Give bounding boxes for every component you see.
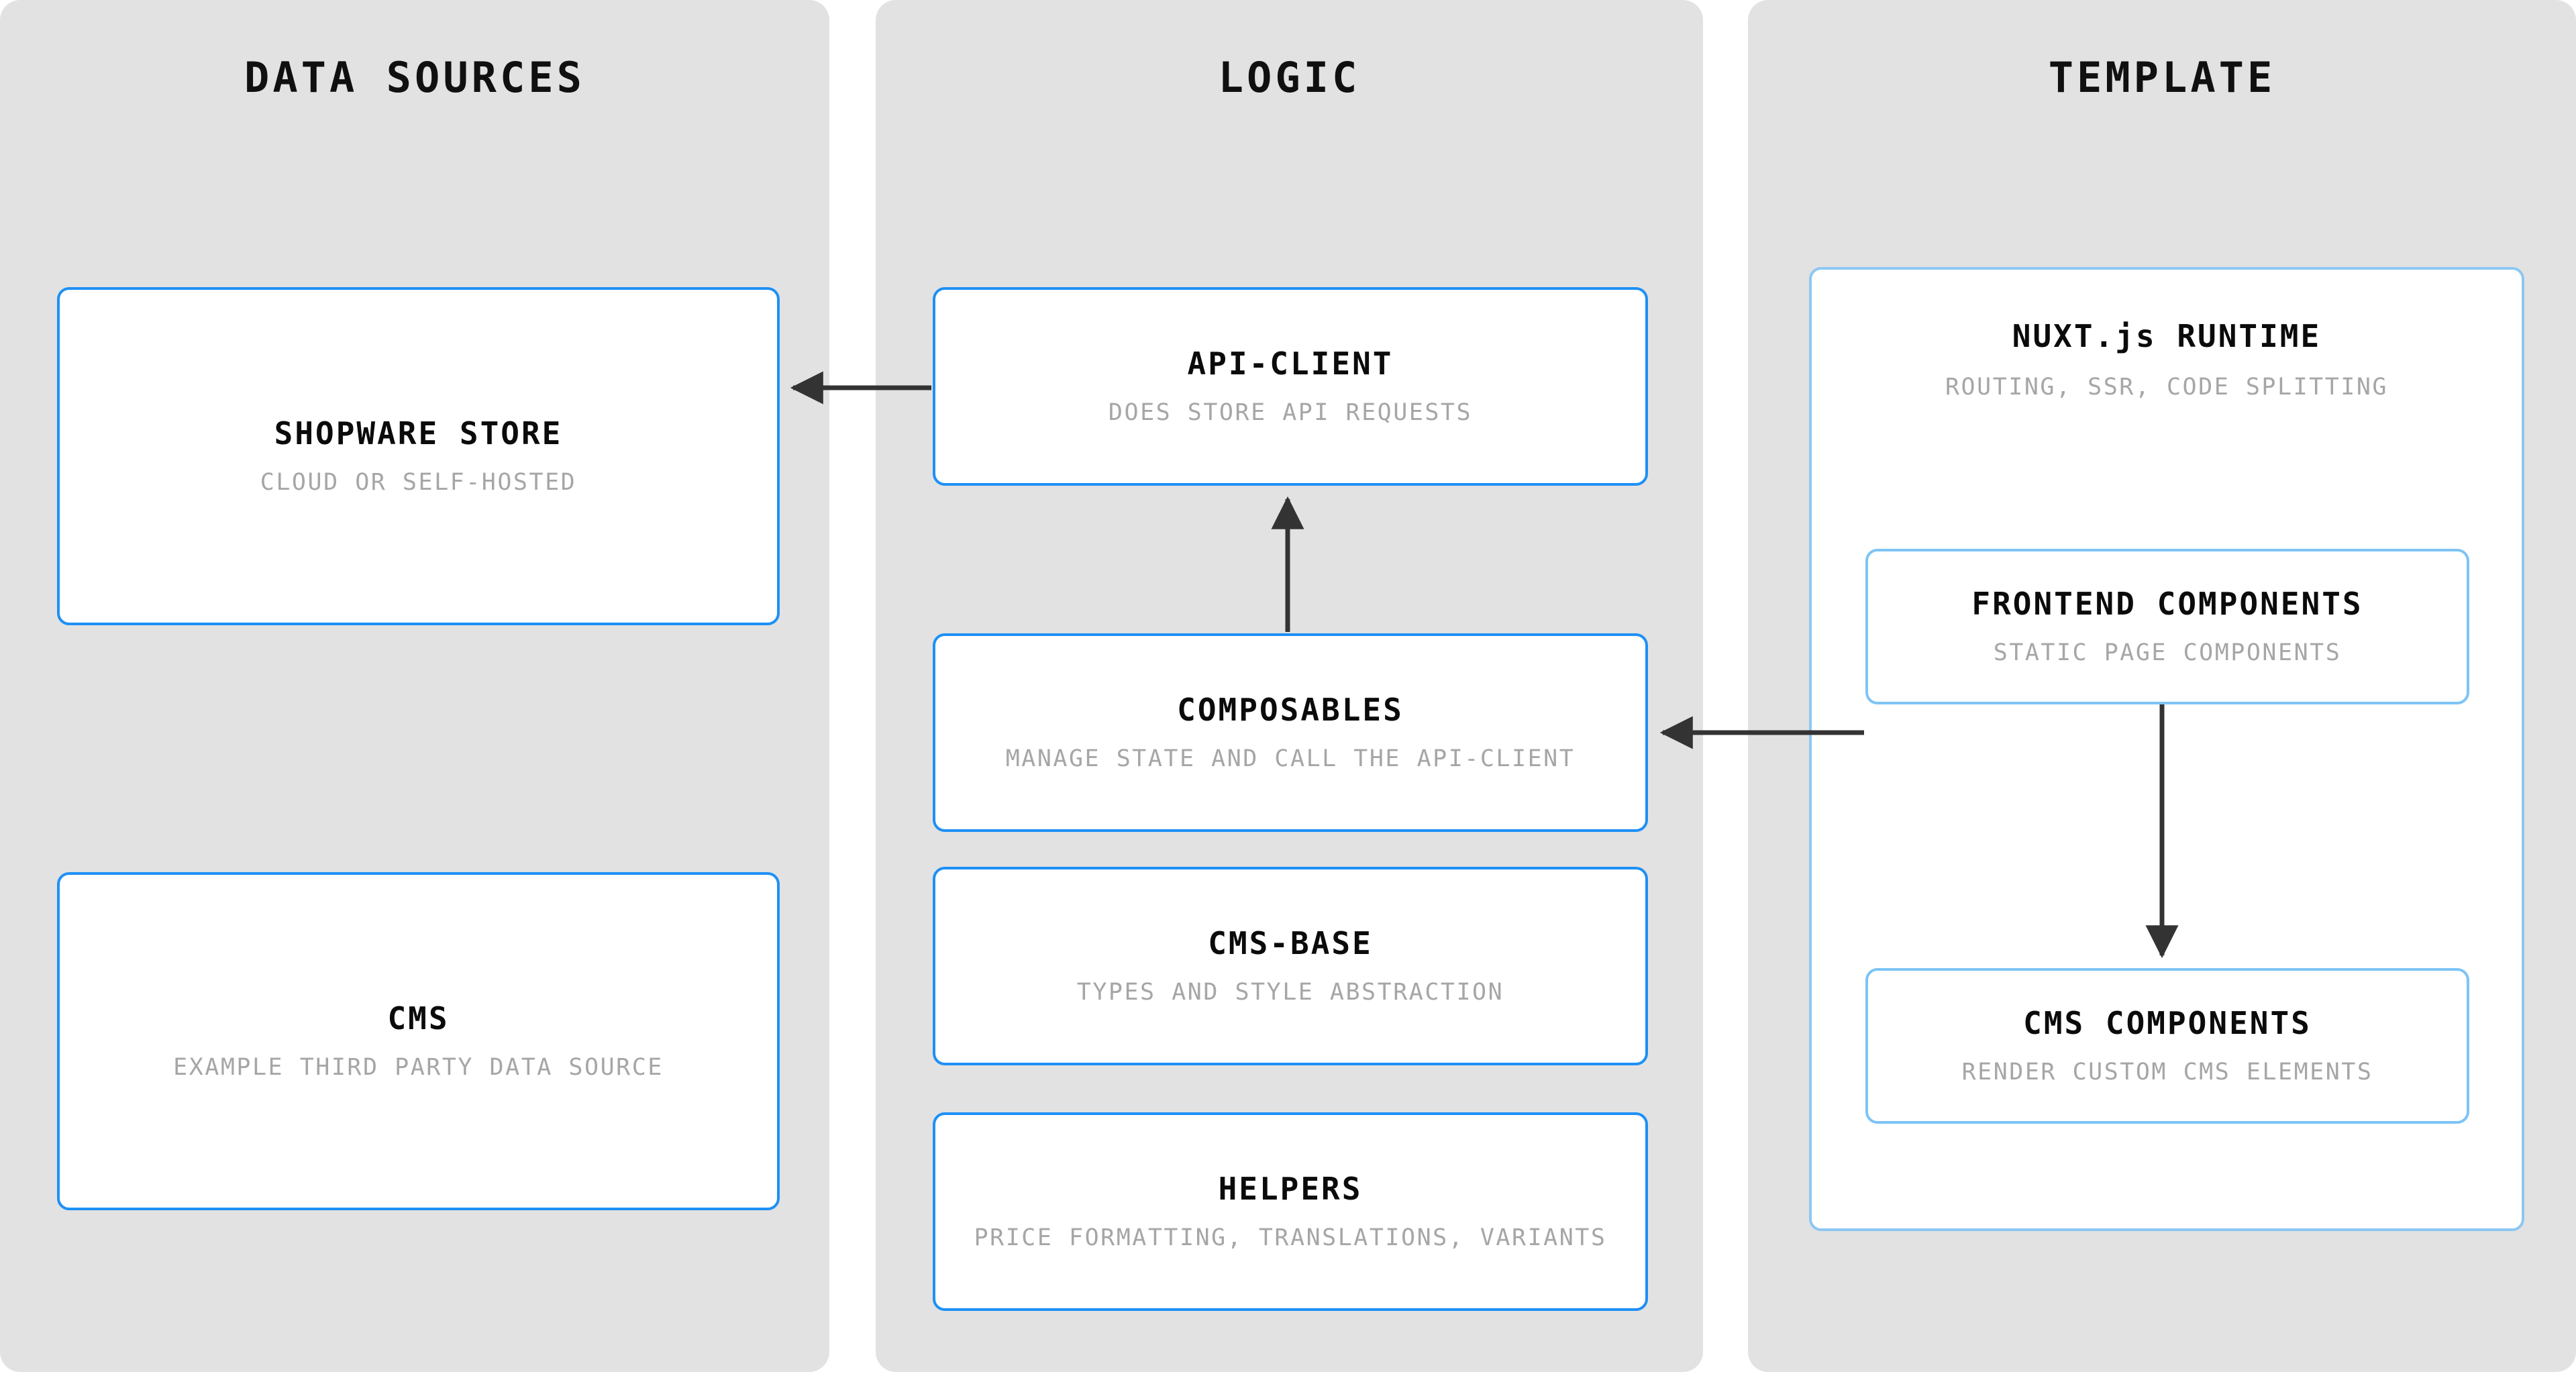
node-cms-base[interactable]: CMS-BASE TYPES AND STYLE ABSTRACTION [933,867,1648,1065]
column-title-logic: LOGIC [1218,53,1361,102]
node-title-cms-base: CMS-BASE [1208,925,1373,962]
node-subtitle-nuxt-runtime: ROUTING, SSR, CODE SPLITTING [1945,374,2388,401]
node-subtitle-cms: EXAMPLE THIRD PARTY DATA SOURCE [173,1053,664,1081]
node-title-frontend-components: FRONTEND COMPONENTS [1971,586,2363,623]
node-subtitle-helpers: PRICE FORMATTING, TRANSLATIONS, VARIANTS [974,1224,1607,1251]
node-title-helpers: HELPERS [1218,1171,1363,1208]
node-title-nuxt-runtime: NUXT.js RUNTIME [2012,318,2322,354]
node-frontend-components[interactable]: FRONTEND COMPONENTS STATIC PAGE COMPONEN… [1865,549,2469,704]
node-header-nuxt-runtime: NUXT.js RUNTIME ROUTING, SSR, CODE SPLIT… [1812,320,2522,400]
node-title-composables: COMPOSABLES [1177,692,1404,729]
node-title-shopware-store: SHOPWARE STORE [274,415,563,452]
node-subtitle-cms-components: RENDER CUSTOM CMS ELEMENTS [1961,1058,2373,1085]
node-api-client[interactable]: API-CLIENT DOES STORE API REQUESTS [933,287,1648,486]
node-helpers[interactable]: HELPERS PRICE FORMATTING, TRANSLATIONS, … [933,1112,1648,1311]
node-title-cms-components: CMS COMPONENTS [2023,1005,2312,1042]
column-title-data-sources: DATA SOURCES [244,53,585,102]
node-subtitle-api-client: DOES STORE API REQUESTS [1108,399,1473,426]
node-subtitle-cms-base: TYPES AND STYLE ABSTRACTION [1076,978,1504,1006]
node-cms[interactable]: CMS EXAMPLE THIRD PARTY DATA SOURCE [57,872,780,1210]
node-title-cms: CMS [387,1000,450,1037]
node-subtitle-composables: MANAGE STATE AND CALL THE API-CLIENT [1005,745,1576,772]
node-shopware-store[interactable]: SHOPWARE STORE CLOUD OR SELF-HOSTED [57,287,780,625]
node-title-api-client: API-CLIENT [1187,346,1394,382]
node-subtitle-frontend-components: STATIC PAGE COMPONENTS [1993,639,2342,666]
node-composables[interactable]: COMPOSABLES MANAGE STATE AND CALL THE AP… [933,633,1648,832]
node-subtitle-shopware-store: CLOUD OR SELF-HOSTED [260,468,577,496]
column-title-template: TEMPLATE [2048,53,2276,102]
node-cms-components[interactable]: CMS COMPONENTS RENDER CUSTOM CMS ELEMENT… [1865,968,2469,1124]
